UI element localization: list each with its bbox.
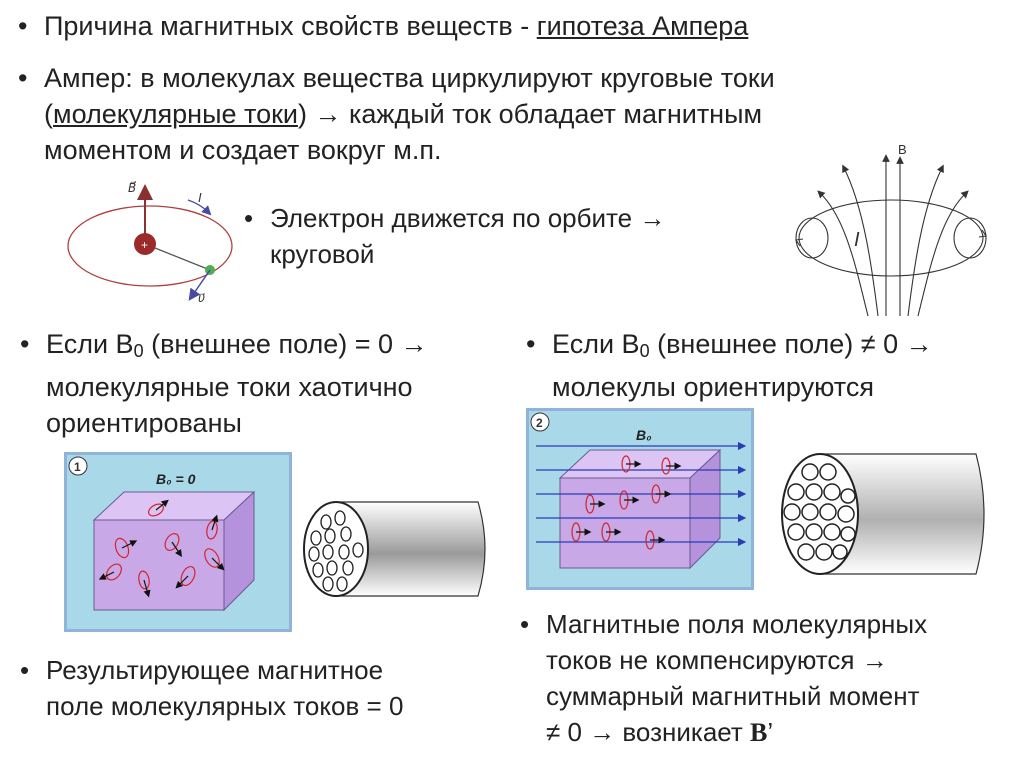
bullet-hypothesis: • Причина магнитных свойств веществ - ги… xyxy=(18,8,749,44)
bullet-electron-orbit: • Электрон движется по орбите → круговой xyxy=(244,200,666,272)
panel-field-label: B₀ = 0 xyxy=(156,471,196,487)
panel-number: 1 xyxy=(74,460,81,474)
text-line: моментом и создает вокруг м.п. xyxy=(44,135,442,165)
bullet-dot: • xyxy=(526,329,536,359)
ampere-hypothesis-link: гипотеза Ампера xyxy=(536,11,749,41)
orbit-ellipse xyxy=(67,205,233,287)
molecular-currents-term: молекулярные токи xyxy=(53,99,298,129)
bullet-dot: • xyxy=(18,11,28,41)
bullet-dot: • xyxy=(20,329,30,359)
loop-current-label: I xyxy=(854,229,860,251)
nucleus xyxy=(134,233,156,255)
b-label: B⃗ xyxy=(128,181,136,195)
bullet-dot: • xyxy=(20,655,30,685)
current-loop-field-figure: B I xyxy=(795,142,987,317)
bullet-resulting-field-zero: • Результирующее магнитное поле молекуля… xyxy=(20,652,404,724)
velocity-label: υ⃗ xyxy=(198,291,205,305)
text-line: Ампер: в молекулах вещества циркулируют … xyxy=(44,63,775,93)
bullet-no-external-field: • Если B0 (внешнее поле) = 0 → молекуляр… xyxy=(20,326,428,441)
electron-orbit-figure: + B⃗ I υ⃗ xyxy=(67,181,233,305)
nucleus-plus: + xyxy=(141,238,148,252)
text-line: молекулярные токи хаотично xyxy=(46,372,413,402)
text-line: Если B0 (внешнее поле) = 0 → xyxy=(46,329,428,361)
field-b-label: B xyxy=(898,142,907,157)
velocity-arrow xyxy=(188,269,211,301)
text-line: суммарный магнитный момент xyxy=(546,681,920,711)
text-line: ориентированы xyxy=(46,408,242,438)
bullet-dot: • xyxy=(520,609,530,639)
radius-line xyxy=(144,243,211,271)
text-line: поле молекулярных токов = 0 xyxy=(46,691,404,721)
text-line: Магнитные поля молекулярных xyxy=(546,609,928,639)
text-line: Электрон движется по орбите → xyxy=(270,203,666,233)
cylinder-aligned xyxy=(781,453,985,575)
bullet-external-field: • Если B0 (внешнее поле) ≠ 0 → молекулы … xyxy=(526,326,933,405)
current-loop xyxy=(798,199,984,277)
current-direction-arrow xyxy=(187,199,212,216)
bullet-not-compensated: • Магнитные поля молекулярных токов не к… xyxy=(520,606,928,751)
panel-random-orientation: 1 B₀ = 0 xyxy=(64,452,292,632)
current-label: I xyxy=(198,190,202,205)
text-line: Результирующее магнитное xyxy=(46,655,384,685)
panel-field-label: B₀ xyxy=(636,427,652,443)
text-line: молекулы ориентируются xyxy=(552,372,874,402)
cylinder-random xyxy=(303,501,486,597)
bullet-dot: • xyxy=(18,63,28,93)
bullet-text: Причина магнитных свойств веществ - xyxy=(44,11,537,41)
panel-aligned-orientation: 2 B₀ xyxy=(526,408,754,590)
bullet-ampere: • Ампер: в молекулах вещества циркулирую… xyxy=(18,60,775,168)
text-line: круговой xyxy=(270,239,375,269)
text-line: Если B0 (внешнее поле) ≠ 0 → xyxy=(552,329,933,361)
bullet-dot: • xyxy=(244,203,254,233)
text-line: ≠ 0 → возникает B’ xyxy=(546,717,774,747)
text-line: токов не компенсируются → xyxy=(546,645,888,675)
panel-number: 2 xyxy=(536,416,543,430)
text-line: (молекулярные токи) → каждый ток обладае… xyxy=(44,99,763,129)
